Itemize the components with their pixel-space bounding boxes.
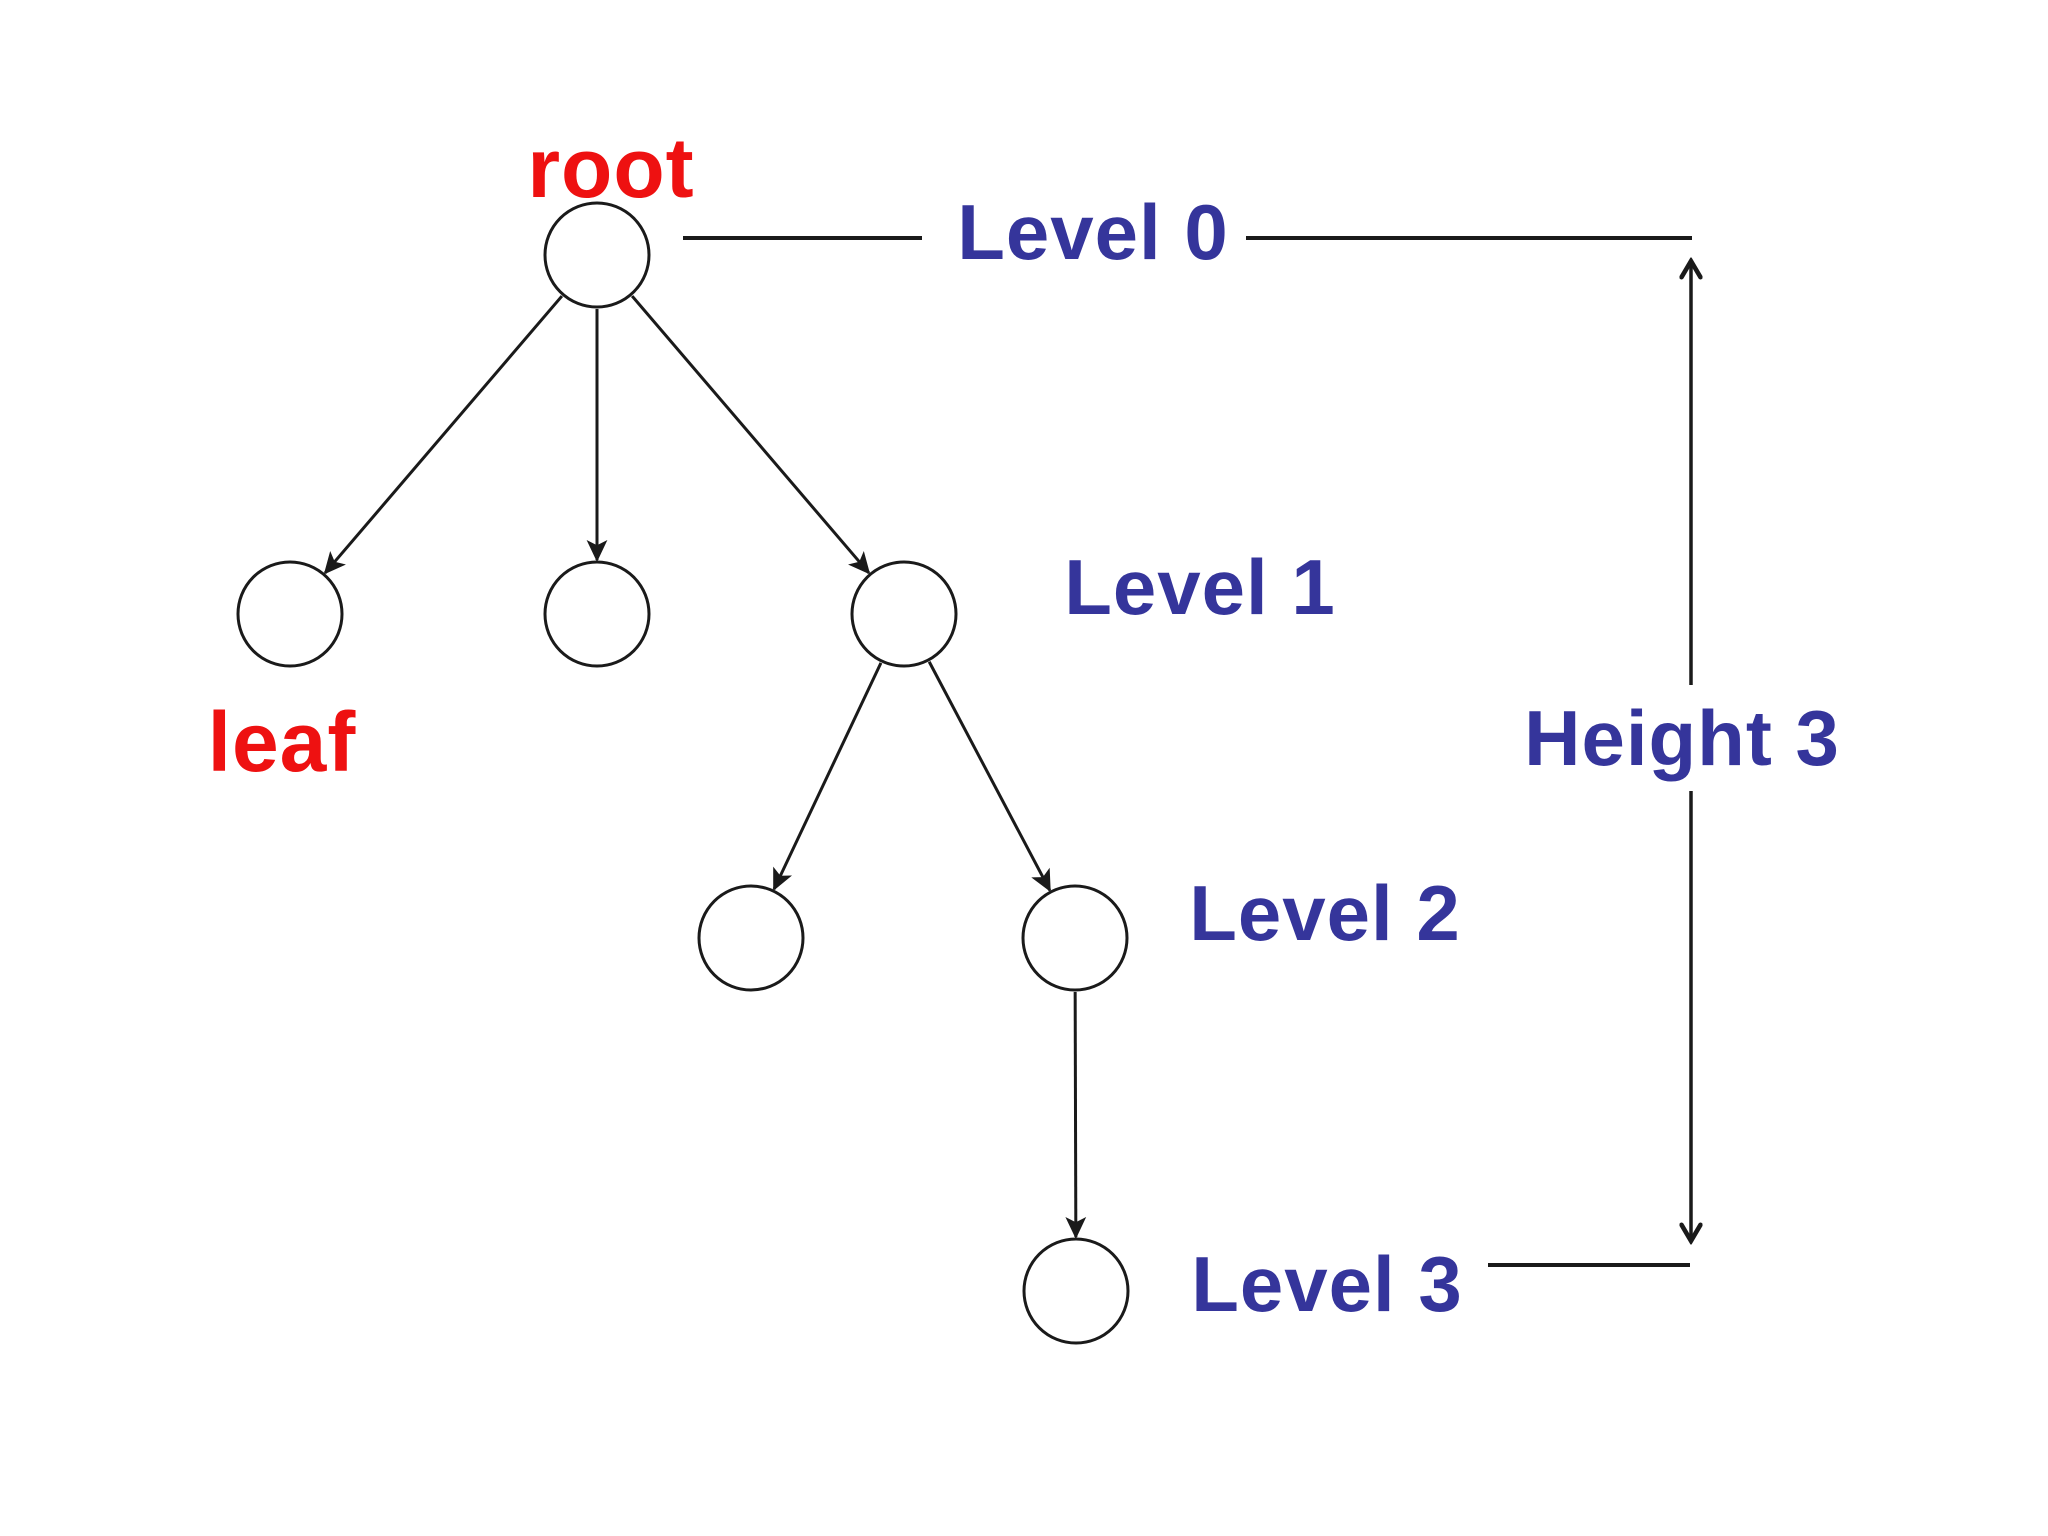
tree-node-n3: [850, 560, 958, 668]
level-1-label: Level 1: [1064, 543, 1336, 631]
tree-node-n2: [543, 560, 651, 668]
leaf-label: leaf: [207, 695, 357, 789]
tree-node-n1: [236, 560, 344, 668]
tree-edges-layer: [323, 295, 1087, 1240]
tree-node-root: [543, 201, 651, 309]
edge-n3-n4: [772, 662, 883, 891]
height-label: Height 3: [1506, 685, 1858, 791]
tree-nodes-layer: [236, 201, 1130, 1345]
edge-root-n1: [323, 295, 564, 575]
tree-node-n5: [1021, 884, 1129, 992]
root-label: root: [527, 121, 695, 215]
edge-root-n3: [630, 295, 871, 575]
edge-n5-n6: [1065, 991, 1087, 1240]
edge-n3-n5: [927, 661, 1052, 893]
level-3-label: Level 3: [1191, 1240, 1463, 1328]
tree-node-n6: [1022, 1237, 1130, 1345]
level-0-label: Level 0: [957, 188, 1229, 276]
tree-node-n4: [697, 884, 805, 992]
level-2-label: Level 2: [1189, 869, 1461, 957]
